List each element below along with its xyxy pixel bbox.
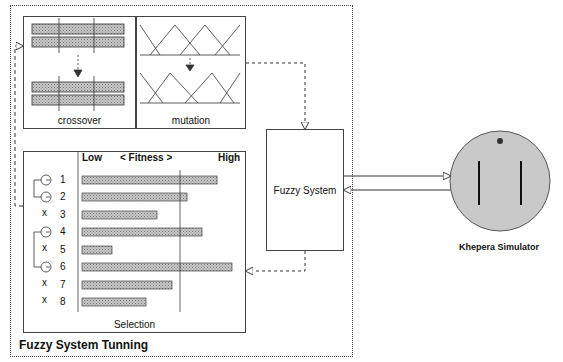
row-mark: 8 [60, 296, 66, 308]
fitness-bars [78, 152, 232, 312]
crossover-figure [32, 18, 124, 111]
row-mark: 4 [60, 226, 66, 238]
row-mark: x [42, 207, 47, 219]
node-label: crossover [58, 115, 101, 126]
robot-figure [440, 128, 560, 234]
mutation-figure [140, 25, 240, 103]
row-mark: 6 [60, 261, 66, 273]
flow-arrow [246, 63, 305, 129]
node-label: Khepera Simulator [459, 242, 539, 252]
axis-label: High [218, 152, 240, 164]
flow-arrow [344, 190, 451, 191]
row-mark: x [42, 242, 47, 254]
row-mark: x [42, 277, 47, 289]
process-box: Fuzzy System [266, 129, 344, 251]
flow-arrow [15, 46, 23, 206]
simulator-node: Khepera Simulator [440, 128, 560, 256]
selection-panel: Selection [23, 151, 246, 333]
row-mark: 7 [60, 279, 66, 291]
mutation-panel: mutation [136, 16, 246, 129]
row-mark: 3 [60, 209, 66, 221]
panel-heading: Fuzzy System Tunning [19, 338, 148, 352]
selection-marks [34, 175, 51, 272]
node-label: Selection [114, 319, 155, 330]
flow-arrow [344, 176, 450, 177]
axis-label: Low [82, 152, 102, 164]
row-mark: x [42, 294, 47, 306]
row-mark: 1 [60, 174, 66, 186]
flow-arrow [246, 251, 305, 271]
node-label: mutation [172, 115, 210, 126]
row-mark: 5 [60, 244, 66, 256]
node-label: Fuzzy System [274, 185, 337, 196]
crossover-panel: crossover [23, 16, 136, 129]
axis-label: < Fitness > [120, 152, 172, 164]
row-mark: 2 [60, 191, 66, 203]
